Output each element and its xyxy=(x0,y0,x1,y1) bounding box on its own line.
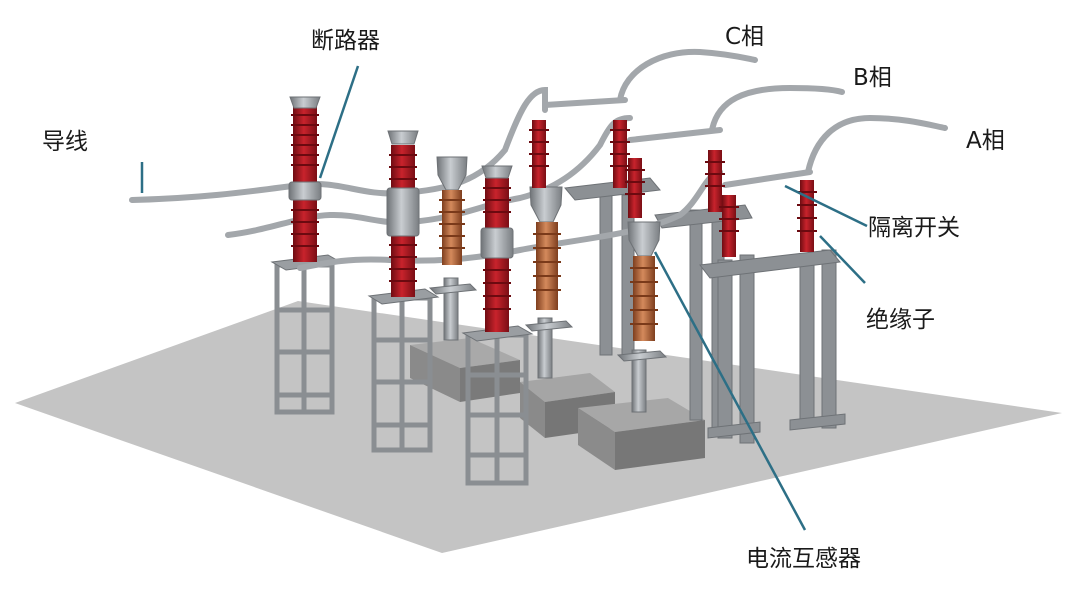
current-transformers xyxy=(436,156,661,341)
label-phase-a: A相 xyxy=(966,128,1005,154)
leader-ct xyxy=(653,251,807,531)
label-breaker: 断路器 xyxy=(311,28,380,54)
leader-disconnector xyxy=(784,184,868,228)
breaker-sheds xyxy=(291,114,511,310)
label-disconnector: 隔离开关 xyxy=(868,215,960,241)
disconnector-supports xyxy=(564,177,846,444)
disconnector-sheds xyxy=(529,129,817,232)
label-phase-c: C相 xyxy=(725,24,765,50)
ct-sheds xyxy=(439,199,658,325)
ct-posts xyxy=(428,277,668,413)
label-current-transformer: 电流互感器 xyxy=(746,546,861,572)
label-phase-b: B相 xyxy=(853,65,892,91)
concrete-foundations xyxy=(410,338,705,470)
label-insulator: 绝缘子 xyxy=(866,307,935,333)
leader-breaker xyxy=(318,65,360,179)
breaker-caps xyxy=(288,96,514,259)
label-conductor: 导线 xyxy=(42,129,88,155)
leader-insulator xyxy=(819,235,866,284)
leader-lines xyxy=(140,65,868,531)
